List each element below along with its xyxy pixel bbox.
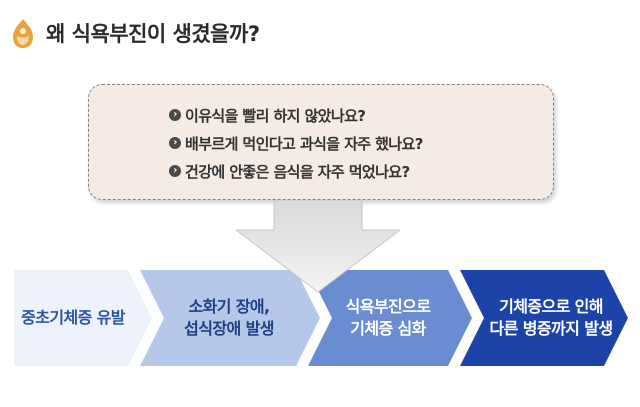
flow-stage-1-shape	[14, 270, 152, 366]
orange-face-icon	[13, 19, 33, 48]
page-title: 왜 식욕부진이 생겼을까?	[46, 22, 260, 46]
question-text: 배부르게 먹인다고 과식을 자주 했나요?	[185, 134, 423, 153]
flow-stage-3-line2: 기체증 심화	[350, 319, 426, 338]
chevron-right-circle-icon: ›	[169, 165, 181, 177]
question-box: › 이유식을 빨리 하지 않았나요? › 배부르게 먹인다고 과식을 자주 했나…	[88, 84, 554, 200]
flow-stage-4-line1: 기체증으로 인해	[499, 297, 603, 316]
flow-stage-2-shape	[140, 270, 320, 366]
flow-stage-2-line2: 섭식장애 발생	[184, 319, 274, 338]
down-arrow	[236, 200, 400, 293]
question-text: 이유식을 빨리 하지 않았나요?	[185, 106, 366, 125]
question-item: › 배부르게 먹인다고 과식을 자주 했나요?	[169, 129, 423, 157]
question-item: › 이유식을 빨리 하지 않았나요?	[169, 101, 423, 129]
flow-stage-4-line2: 다른 병증까지 발생	[489, 319, 614, 338]
question-text: 건강에 안좋은 음식을 자주 먹었나요?	[185, 162, 410, 181]
question-item: › 건강에 안좋은 음식을 자주 먹었나요?	[169, 157, 423, 185]
question-list: › 이유식을 빨리 하지 않았나요? › 배부르게 먹인다고 과식을 자주 했나…	[169, 101, 423, 185]
flow-stage-2: 소화기 장애, 섭식장애 발생	[162, 270, 296, 366]
flow-stage-2-line1: 소화기 장애,	[188, 297, 270, 316]
flow-stage-3-line1: 식욕부진으로	[345, 297, 431, 316]
chevron-right-circle-icon: ›	[169, 109, 181, 121]
header: 왜 식욕부진이 생겼을까?	[6, 14, 260, 52]
flow-stage-3: 식욕부진으로 기체증 심화	[326, 270, 450, 366]
flow-stage-4-shape	[460, 270, 628, 366]
flow-stage-1-line1: 중초기체증 유발	[21, 308, 125, 327]
flow-stage-1: 중초기체증 유발	[14, 270, 132, 366]
flow-stage-3-shape	[308, 270, 472, 366]
flow-stage-4: 기체증으로 인해 다른 병증까지 발생	[482, 270, 620, 366]
process-flow	[14, 270, 628, 366]
chevron-right-circle-icon: ›	[169, 137, 181, 149]
